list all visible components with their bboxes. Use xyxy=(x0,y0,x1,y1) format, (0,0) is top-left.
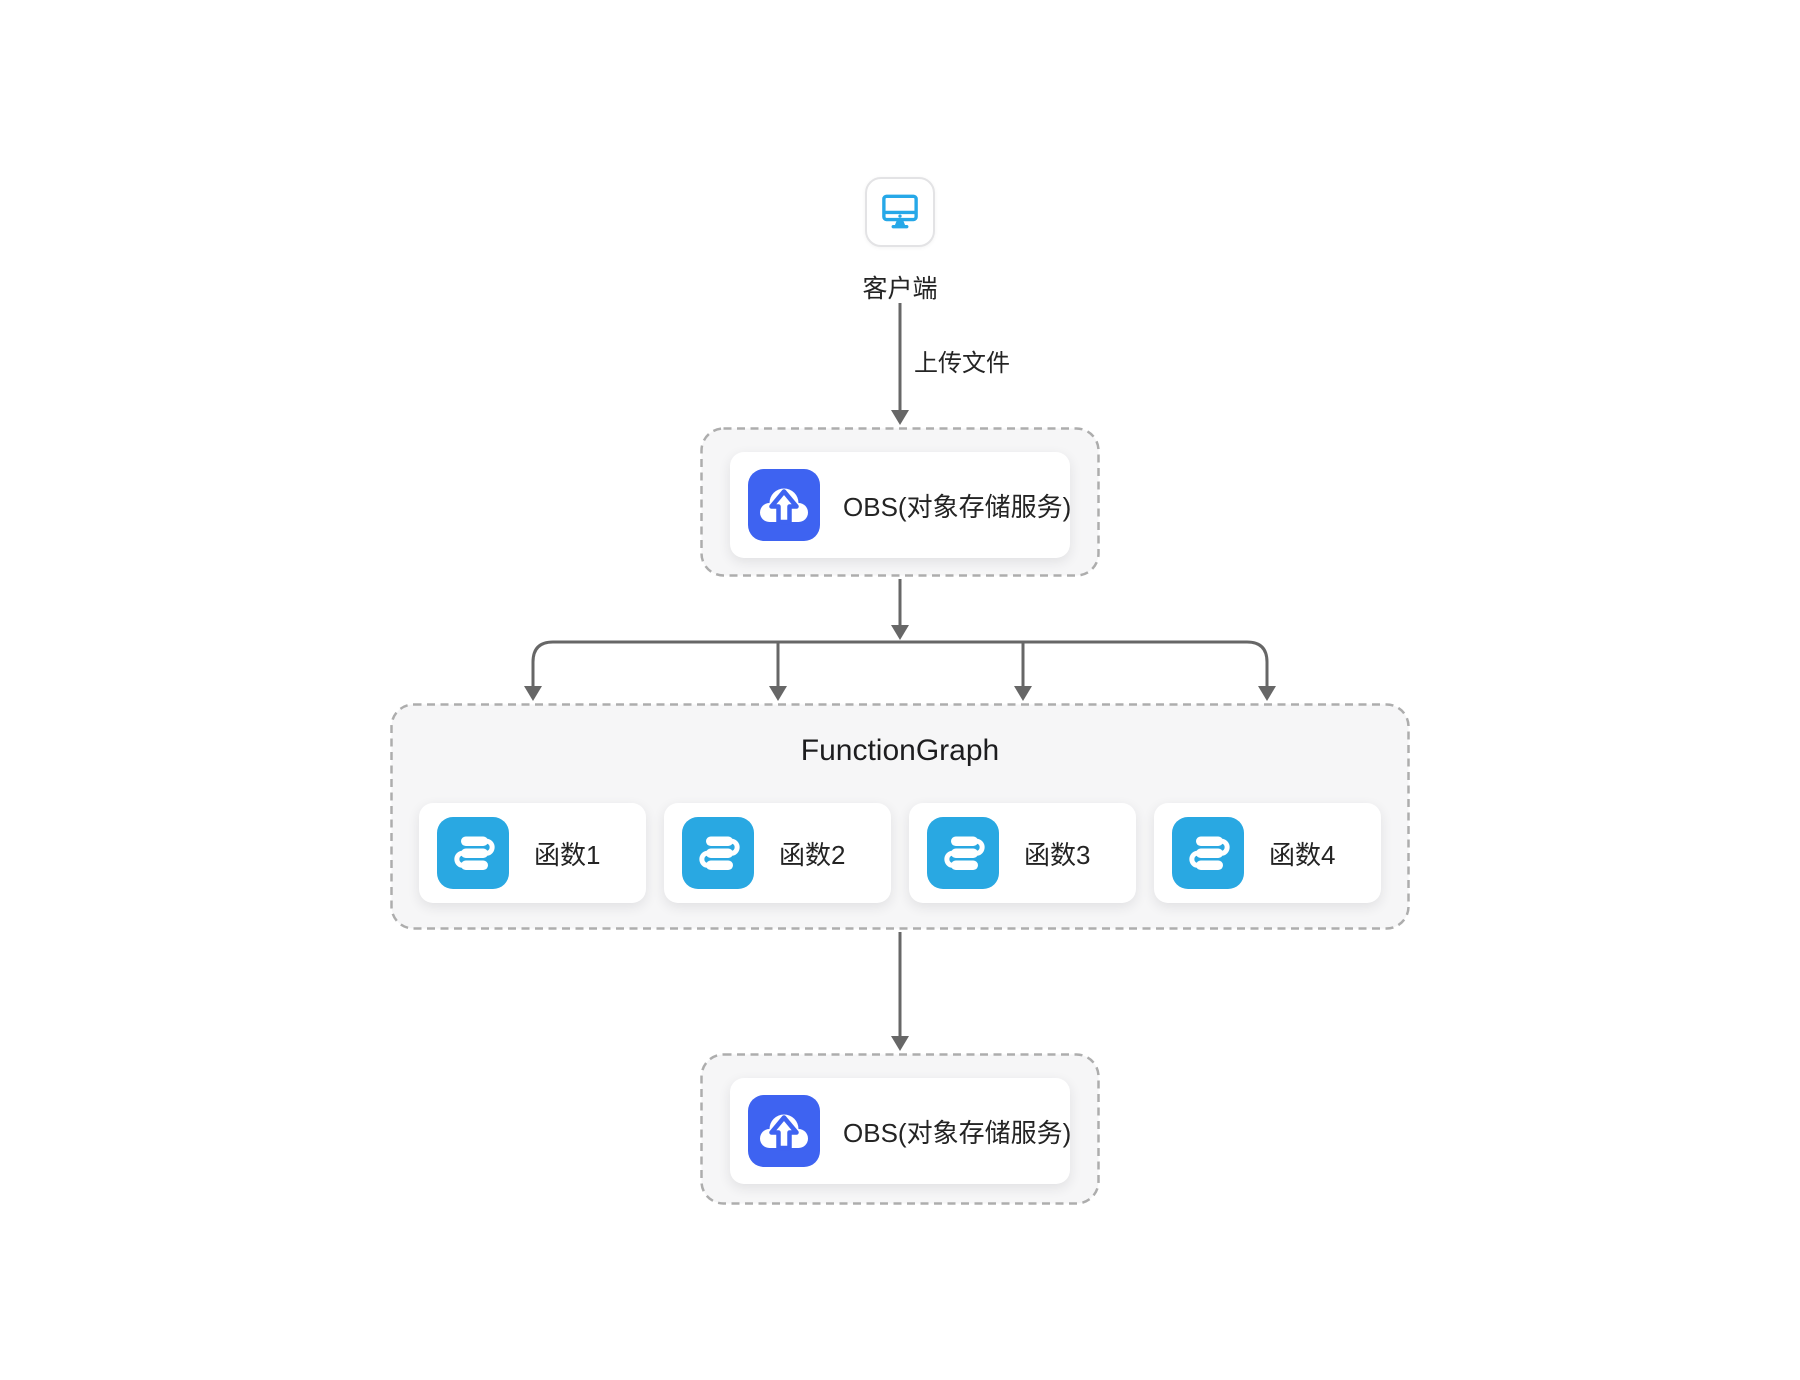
function-card-3-label: 函数3 xyxy=(1024,839,1091,870)
edge-bus-line xyxy=(531,640,1269,686)
obs-cloud-upload-icon xyxy=(748,1095,820,1167)
function-card-1-label: 函数1 xyxy=(534,839,601,870)
function-card-1: 函数1 xyxy=(419,803,646,903)
obs-card-top: OBS(对象存储服务) xyxy=(730,452,1072,558)
function-icon xyxy=(1172,817,1244,889)
client-label: 客户端 xyxy=(862,275,938,303)
function-card-4: 函数4 xyxy=(1154,803,1381,903)
function-cards-row: 函数1 函数2 函数3 函数4 xyxy=(419,803,1381,903)
functiongraph-container: FunctionGraph 函数1 函数2 函数3 函数4 xyxy=(390,703,1410,930)
obs-cloud-upload-icon xyxy=(748,469,820,541)
client-node: 客户端 xyxy=(830,177,970,305)
function-icon xyxy=(437,817,509,889)
function-card-4-label: 函数4 xyxy=(1269,839,1336,870)
obs-container-top: OBS(对象存储服务) xyxy=(700,427,1100,577)
edge-label-upload: 上传文件 xyxy=(914,350,1010,377)
function-card-3: 函数3 xyxy=(909,803,1136,903)
monitor-icon xyxy=(873,185,927,239)
obs-card-bottom: OBS(对象存储服务) xyxy=(730,1078,1072,1184)
function-card-2-label: 函数2 xyxy=(779,839,846,870)
function-icon xyxy=(682,817,754,889)
obs-card-bottom-label: OBS(对象存储服务) xyxy=(843,1117,1072,1148)
function-card-2: 函数2 xyxy=(664,803,891,903)
obs-container-bottom: OBS(对象存储服务) xyxy=(700,1053,1100,1205)
function-icon xyxy=(927,817,999,889)
client-icon-box xyxy=(865,177,935,247)
functiongraph-title: FunctionGraph xyxy=(800,734,1000,767)
obs-card-top-label: OBS(对象存储服务) xyxy=(843,491,1072,522)
